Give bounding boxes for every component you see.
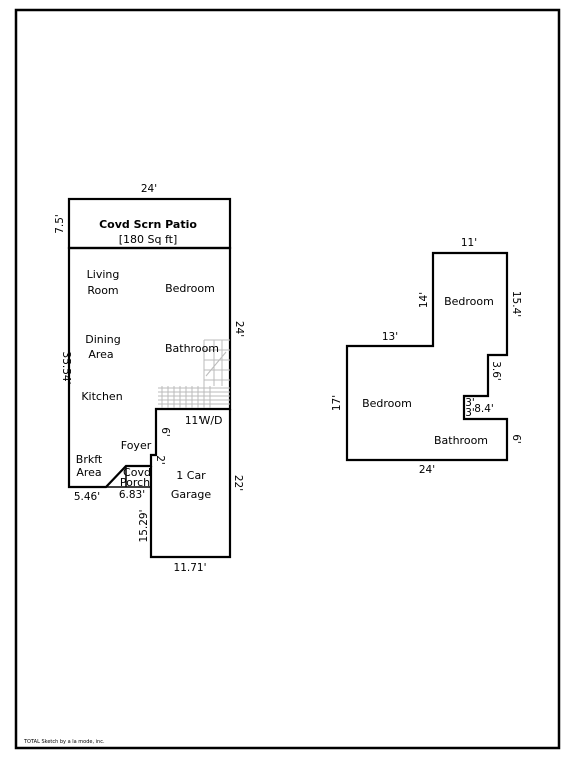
dim-right-lower: 6' [510, 434, 522, 444]
brkft-label-1: Brkft [76, 453, 103, 466]
dim-step: 2' [154, 455, 166, 465]
dim-wd-width: 11' [185, 415, 201, 427]
porch-label-1: Covd [123, 466, 151, 479]
dim-left-1f: 35.54' [60, 352, 72, 385]
dim-right-1f: 24' [233, 321, 245, 337]
dim-patio-side: 7.5' [54, 214, 66, 234]
dim-bottom-2f: 24' [419, 464, 435, 476]
dim-small-a: 3' [465, 397, 475, 409]
bedroom-label-1f: Bedroom [165, 282, 215, 295]
wd-label: W/D [199, 414, 222, 427]
second-floor: Bedroom Bedroom Bathroom 11' 14' 15.4' 1… [331, 237, 522, 476]
patio-title: Covd Scrn Patio [99, 218, 197, 231]
bathroom-label-1f: Bathroom [165, 342, 219, 355]
dim-top-1f: 24' [141, 183, 157, 195]
second-floor-outline [345, 251, 509, 462]
garage-label-2: Garage [171, 488, 212, 501]
footer-credit: TOTAL Sketch by a la mode, inc. [23, 739, 105, 745]
dim-ledge: 13' [382, 331, 398, 343]
kitchen-label: Kitchen [81, 390, 122, 403]
dim-left-bottom: 5.46' [74, 491, 100, 503]
living-room-label-1: Living [87, 268, 120, 281]
first-floor: Covd Scrn Patio [180 Sq ft] Living Room … [54, 183, 245, 574]
stairs [158, 339, 230, 408]
living-room-label-2: Room [87, 284, 118, 297]
dim-garage-right: 22' [232, 475, 244, 491]
page-border [14, 8, 561, 750]
dim-tower-left: 14' [418, 292, 430, 308]
dim-garage-bottom: 11.71' [174, 562, 207, 574]
dim-small-b: 3' [465, 407, 475, 419]
bedroom-lower-label: Bedroom [362, 397, 412, 410]
dim-small-c: 8.4' [474, 403, 494, 415]
dim-foyer-side: 6' [159, 427, 171, 437]
dim-porch-bottom: 6.83' [119, 489, 145, 501]
dim-garage-left: 15.29' [138, 510, 150, 543]
garage-label-1: 1 Car [176, 469, 206, 482]
foyer-label: Foyer [121, 439, 152, 452]
dim-notch: 3.6' [490, 361, 502, 381]
porch-label-2: Porch [120, 476, 150, 489]
garage-outline [149, 409, 232, 559]
patio-area: [180 Sq ft] [119, 233, 178, 246]
dim-tower-right: 15.4' [510, 291, 522, 317]
dining-label-2: Area [88, 348, 113, 361]
dim-left-2f: 17' [331, 395, 343, 411]
dim-top-2f: 11' [461, 237, 477, 249]
bathroom-label-2f: Bathroom [434, 434, 488, 447]
brkft-label-2: Area [76, 466, 101, 479]
bedroom-upper-label: Bedroom [444, 295, 494, 308]
dining-label-1: Dining [85, 333, 121, 346]
house-outline [67, 246, 232, 489]
